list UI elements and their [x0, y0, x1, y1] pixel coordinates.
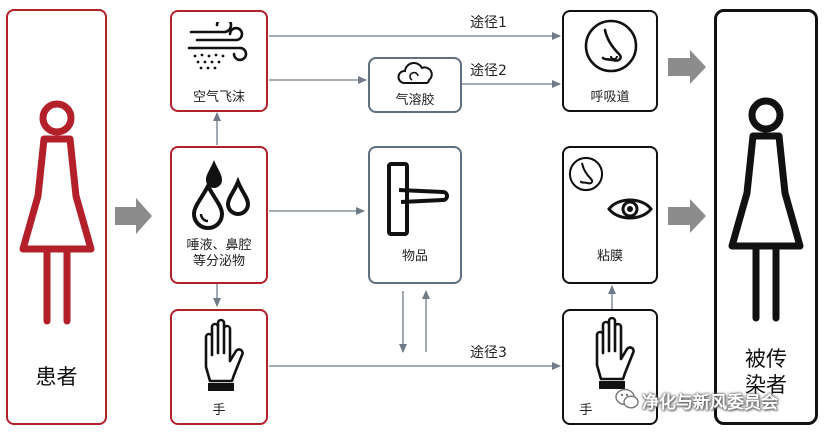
droplets-box: 空气飞沫 — [170, 10, 268, 112]
person-red-icon — [19, 100, 95, 325]
wechat-logo-icon — [615, 388, 639, 409]
mucosa-box: 粘膜 — [562, 146, 658, 284]
object-label: 物品 — [401, 249, 428, 264]
object-box: 物品 — [368, 146, 462, 284]
aerosol-box: 气溶胶 — [368, 57, 462, 113]
hand-left-label: 手 — [212, 403, 226, 418]
infected-label: 被传 染者 — [745, 347, 787, 397]
nose-icon — [584, 19, 638, 73]
patient-label: 患者 — [35, 365, 78, 389]
secretions-label: 唾液、鼻腔 等分泌物 — [186, 238, 252, 269]
person-black-icon — [728, 97, 804, 322]
infected-box: 被传 染者 — [714, 9, 818, 425]
wind-droplets-icon — [187, 22, 248, 70]
watermark: 净化与新风委员会 — [612, 386, 818, 413]
nose-small-icon — [568, 156, 604, 192]
big-arrow-respiratory — [668, 50, 706, 84]
hand-right-label: 手 — [579, 403, 593, 418]
route1-label: 途径1 — [470, 15, 507, 31]
big-arrow-patient — [115, 198, 152, 234]
hand-right-box: 手 — [562, 309, 658, 425]
aerosol-label: 气溶胶 — [395, 93, 435, 108]
respiratory-box: 呼吸道 — [562, 10, 658, 112]
big-arrow-mucosa — [668, 199, 706, 233]
water-drops-icon — [191, 160, 251, 230]
secretions-box: 唾液、鼻腔 等分泌物 — [170, 146, 268, 284]
glove-hand-right-icon — [595, 316, 635, 389]
door-handle-icon — [387, 162, 449, 236]
patient-box: 患者 — [6, 9, 107, 425]
hand-left-box: 手 — [170, 309, 268, 425]
watermark-text: 净化与新风委员会 — [642, 393, 778, 413]
route2-label: 途径2 — [470, 63, 507, 79]
glove-hand-icon — [204, 318, 244, 391]
droplets-label: 空气飞沫 — [192, 90, 245, 105]
route3-label: 途径3 — [470, 345, 507, 361]
respiratory-label: 呼吸道 — [590, 90, 630, 105]
mucosa-label: 粘膜 — [596, 249, 623, 264]
cloud-icon — [397, 62, 433, 84]
eye-icon — [607, 198, 653, 220]
